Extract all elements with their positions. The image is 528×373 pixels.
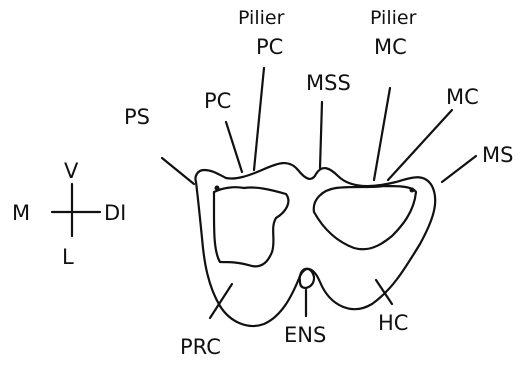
orientation-di-label: DI (104, 201, 126, 225)
label-ms: MS (482, 143, 513, 167)
label-pilier-pc-line2: PC (256, 35, 283, 59)
label-pc: PC (204, 89, 231, 113)
orientation-v-label: V (64, 159, 79, 183)
pilier-mc-leader (374, 88, 390, 180)
prc-leader (210, 284, 232, 318)
orientation-l-label: L (62, 245, 74, 269)
mss-leader (320, 102, 322, 168)
mc-leader (388, 110, 452, 180)
ms-leader (442, 156, 476, 182)
label-ps: PS (124, 105, 150, 129)
ens-bulb (300, 269, 314, 288)
label-hc: HC (378, 311, 408, 335)
label-prc: PRC (180, 335, 221, 359)
pc-leader (226, 122, 242, 172)
label-pilier-pc-line1: Pilier (238, 7, 285, 29)
right-pulp-horn-dot (410, 188, 415, 193)
label-pilier-mc-line1: Pilier (370, 7, 417, 29)
label-pilier-mc-line2: MC (374, 35, 407, 59)
label-ens: ENS (284, 323, 326, 347)
orientation-m-label: M (12, 201, 30, 225)
label-mss: MSS (306, 71, 351, 95)
right-pulp-chamber (314, 186, 416, 249)
left-pulp-horn-dot (215, 186, 220, 191)
label-mc: MC (446, 85, 479, 109)
pilier-pc-leader (254, 68, 264, 170)
left-pulp-chamber (214, 187, 288, 266)
ps-leader (162, 158, 194, 184)
